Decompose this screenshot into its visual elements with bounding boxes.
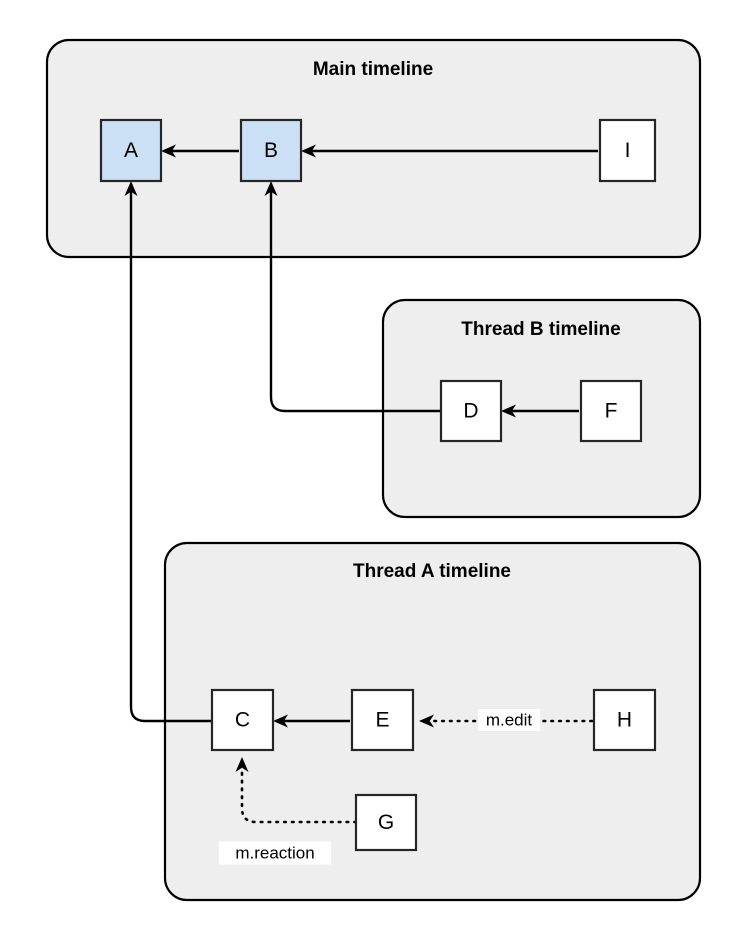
edge-labels-layer: m.edit m.reaction bbox=[219, 709, 540, 865]
node-box-A[interactable] bbox=[99, 118, 163, 183]
edge-b-to-a-arrowhead bbox=[161, 144, 176, 158]
node-F[interactable]: F bbox=[579, 379, 643, 443]
node-A[interactable]: A bbox=[99, 118, 163, 183]
node-E[interactable]: E bbox=[350, 688, 415, 752]
edge-d-to-b bbox=[264, 181, 441, 413]
edge-g-to-c-label-group: m.reaction bbox=[219, 841, 331, 865]
group-box-main-timeline bbox=[45, 38, 702, 259]
edge-c-to-a-arrowhead bbox=[124, 181, 138, 196]
edges-layer bbox=[124, 144, 598, 824]
edge-b-to-a bbox=[161, 144, 239, 158]
edge-e-to-c-arrowhead bbox=[273, 714, 288, 728]
edge-e-to-c bbox=[273, 714, 350, 728]
node-box-C[interactable] bbox=[210, 688, 275, 752]
edge-g-to-c-line bbox=[240, 768, 358, 824]
edge-h-to-e-arrowhead bbox=[419, 714, 434, 728]
node-box-B[interactable] bbox=[239, 118, 303, 183]
node-I[interactable]: I bbox=[598, 118, 657, 183]
edge-g-to-c bbox=[235, 757, 358, 824]
nodes-layer: A B I D F C E H G bbox=[99, 118, 657, 852]
edge-h-to-e-label-plate bbox=[478, 709, 540, 731]
edge-h-to-e-label-group: m.edit bbox=[478, 709, 540, 731]
node-box-G[interactable] bbox=[354, 793, 418, 852]
edge-f-to-d bbox=[501, 404, 579, 418]
node-box-H[interactable] bbox=[592, 688, 657, 752]
node-box-F[interactable] bbox=[579, 379, 643, 443]
edge-f-to-d-arrowhead bbox=[501, 404, 516, 418]
group-title-main-timeline: Main timeline bbox=[313, 59, 433, 80]
node-box-E[interactable] bbox=[350, 688, 415, 752]
group-box-thread-b-timeline bbox=[381, 298, 702, 519]
group-main-timeline: Main timeline bbox=[45, 38, 702, 259]
group-thread-b-timeline: Thread B timeline bbox=[381, 298, 702, 519]
edge-i-to-b-arrowhead bbox=[301, 144, 316, 158]
node-D[interactable]: D bbox=[439, 379, 503, 443]
node-label-C: C bbox=[235, 709, 250, 732]
edge-d-to-b-line bbox=[269, 188, 441, 413]
edge-g-to-c-arrowhead bbox=[235, 757, 249, 772]
node-G[interactable]: G bbox=[354, 793, 418, 852]
node-label-I: I bbox=[625, 139, 631, 162]
group-title-thread-a-timeline: Thread A timeline bbox=[353, 561, 511, 582]
edge-c-to-a bbox=[124, 181, 212, 723]
node-label-B: B bbox=[264, 139, 278, 162]
node-box-D[interactable] bbox=[439, 379, 503, 443]
node-box-I[interactable] bbox=[598, 118, 657, 183]
node-label-H: H bbox=[617, 709, 632, 732]
edge-d-to-b-arrowhead bbox=[264, 181, 278, 196]
node-label-D: D bbox=[463, 400, 478, 423]
edge-h-to-e-label-text: m.edit bbox=[486, 710, 533, 729]
node-label-A: A bbox=[124, 139, 138, 162]
edge-c-to-a-line bbox=[129, 188, 212, 723]
group-title-thread-b-timeline: Thread B timeline bbox=[461, 319, 620, 340]
node-label-G: G bbox=[378, 811, 394, 834]
node-H[interactable]: H bbox=[592, 688, 657, 752]
edge-i-to-b bbox=[301, 144, 598, 158]
node-label-F: F bbox=[605, 400, 618, 423]
edge-g-to-c-label-text: m.reaction bbox=[235, 843, 314, 862]
edge-h-to-e bbox=[419, 714, 594, 728]
node-C[interactable]: C bbox=[210, 688, 275, 752]
edge-g-to-c-label-plate bbox=[219, 841, 331, 865]
node-B[interactable]: B bbox=[239, 118, 303, 183]
node-label-E: E bbox=[375, 709, 389, 732]
